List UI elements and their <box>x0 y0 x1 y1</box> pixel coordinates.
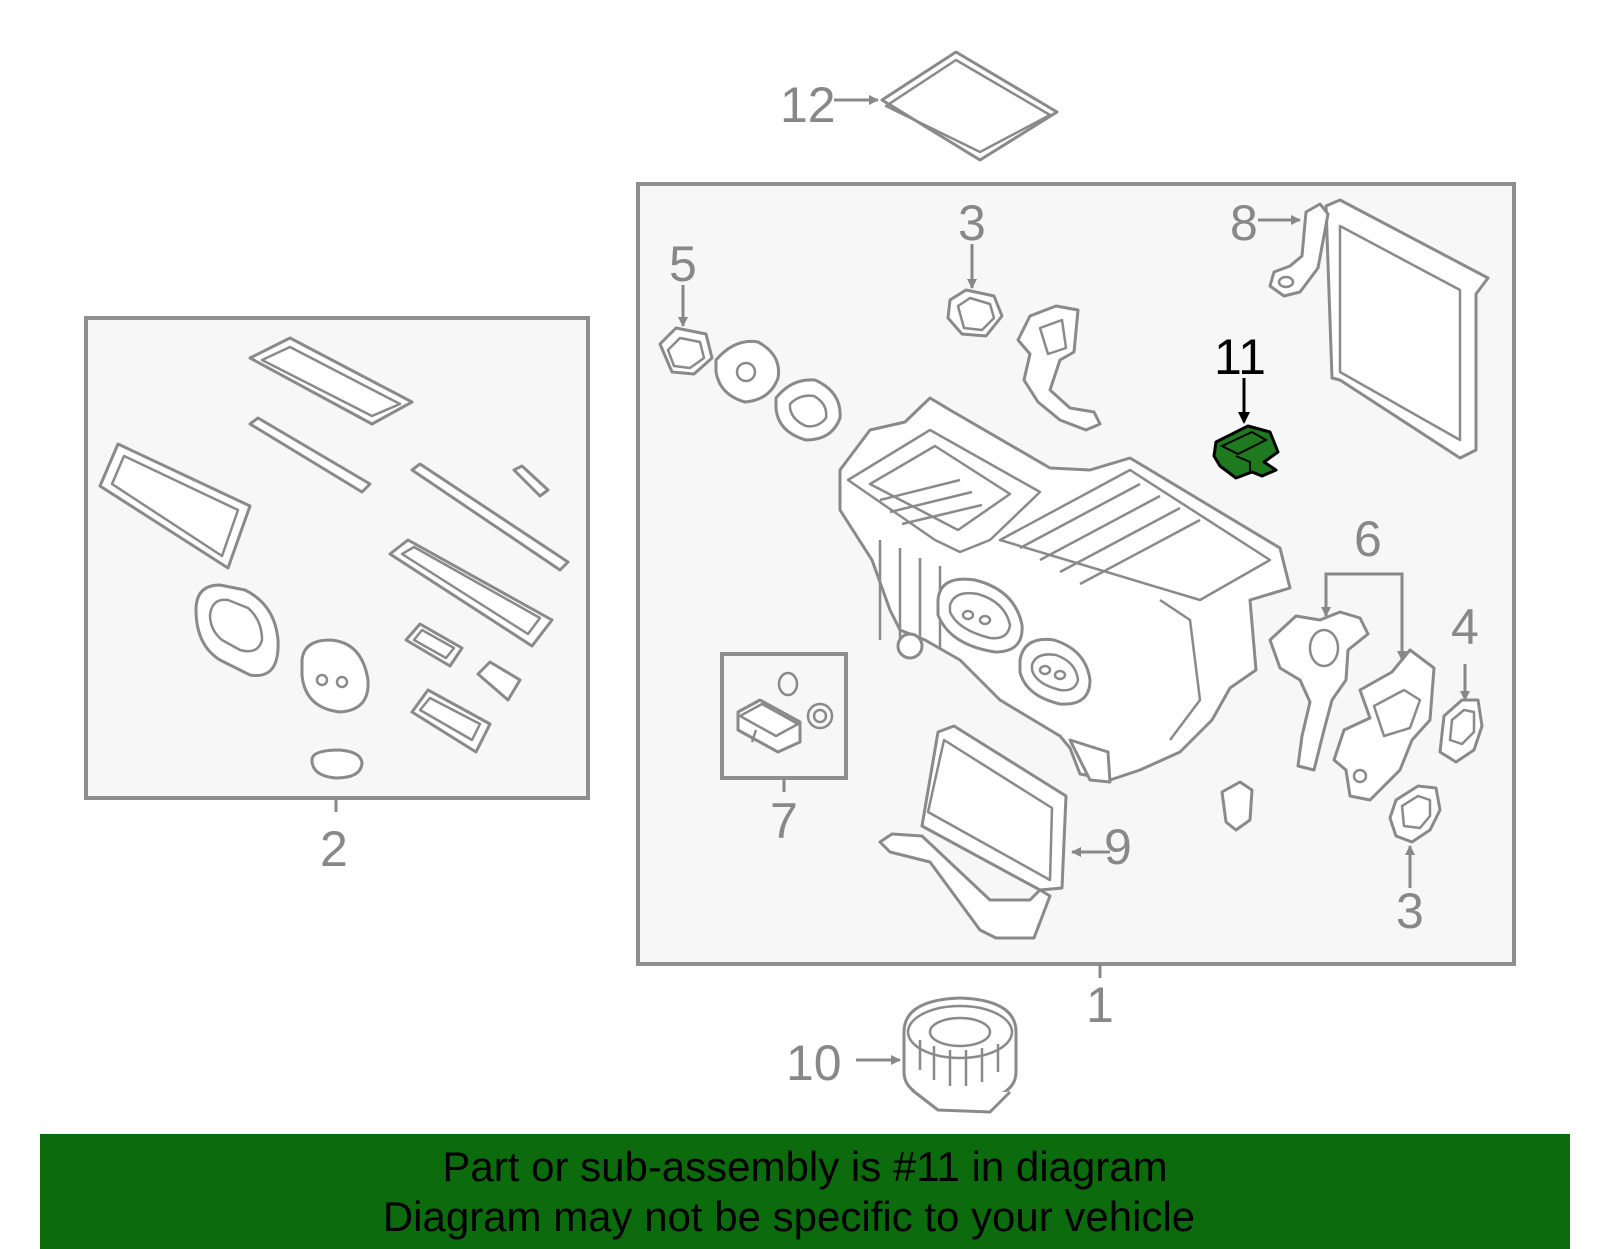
actuator-5-part[interactable] <box>658 326 842 442</box>
evaporator-core-part[interactable] <box>1268 198 1490 460</box>
callout-12: 12 <box>780 77 836 133</box>
blower-motor-part[interactable] <box>902 996 1018 1114</box>
callout-9: 9 <box>1104 819 1132 875</box>
actuator-3-top-part[interactable] <box>946 288 1004 338</box>
seal-kit-parts[interactable] <box>98 336 570 780</box>
expansion-valve-part[interactable] <box>736 671 834 754</box>
hvac-case-part[interactable] <box>838 396 1292 784</box>
notice-banner: Part or sub-assembly is #11 in diagram D… <box>40 1134 1570 1249</box>
banner-line-2: Diagram may not be specific to your vehi… <box>382 1193 1196 1240</box>
heater-core-part[interactable] <box>878 724 1068 940</box>
callout-5: 5 <box>669 236 697 292</box>
linkage-part[interactable] <box>1016 304 1102 432</box>
callout-11: 11 <box>1214 329 1266 385</box>
callout-8: 8 <box>1230 195 1258 251</box>
callout-10: 10 <box>786 1035 842 1091</box>
highlighted-part-11[interactable] <box>1212 424 1280 480</box>
callout-2: 2 <box>320 821 348 877</box>
actuator-4-part[interactable] <box>1438 698 1484 764</box>
callout-3-top: 3 <box>958 195 986 251</box>
actuator-3-bottom-part[interactable] <box>1388 784 1442 844</box>
actuator-6-part[interactable] <box>1268 610 1436 802</box>
banner-line-1: Part or sub-assembly is #11 in diagram <box>442 1143 1168 1190</box>
cabin-air-filter-part[interactable] <box>880 50 1059 162</box>
clip-part[interactable] <box>1220 780 1254 832</box>
callout-3-bottom: 3 <box>1396 883 1424 939</box>
callout-7: 7 <box>770 793 798 849</box>
callout-1: 1 <box>1086 977 1114 1033</box>
callout-4: 4 <box>1451 599 1479 655</box>
callout-6: 6 <box>1354 511 1382 567</box>
